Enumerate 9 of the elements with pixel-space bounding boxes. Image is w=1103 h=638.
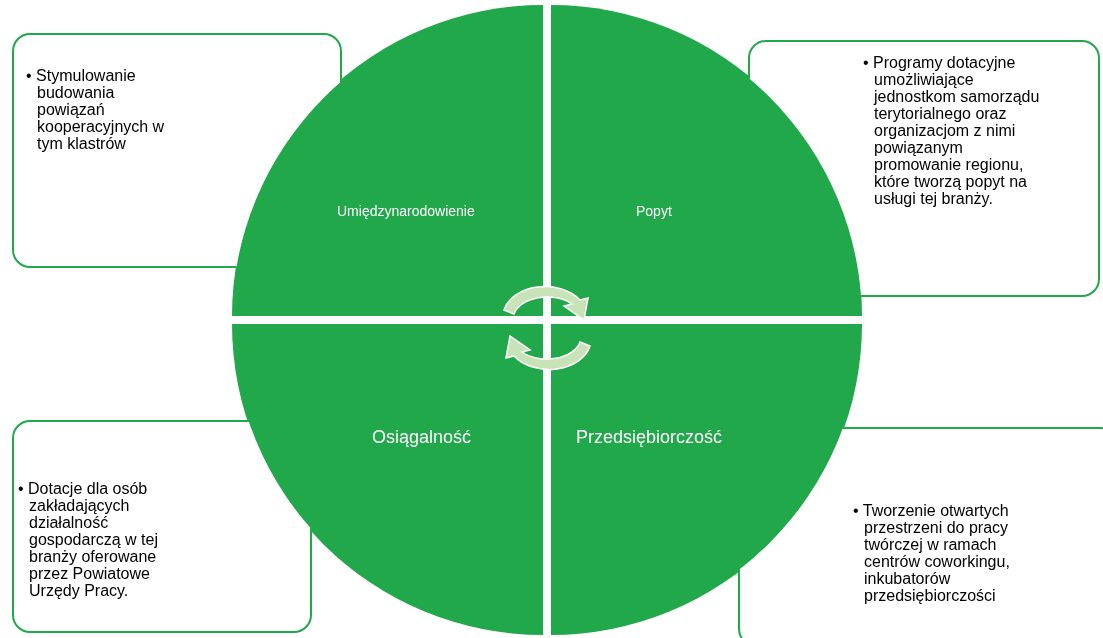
quadrant-label: Osiągalność (372, 427, 472, 448)
quadrant-label: Popyt (636, 203, 672, 219)
bullet-text: • Programy dotacyjne umożliwiające jednostkom samorządu terytorialnego oraz organizacjom z nimi powiązanym promowanie regionu, które tworzą popyt na usługi tej branży. (863, 54, 1041, 207)
quadrant-label: Przedsiębiorczość (576, 427, 723, 448)
bullet-text: • Dotacje dla osób zakładających działalność gospodarczą w tej branży oferowane przez Powiatowe Urzędy Pracy. (18, 480, 159, 599)
bullet-text: • Stymulowanie budowania powiązań kooperacyjnych w tym klastrów (26, 67, 166, 152)
text-box (12, 420, 312, 633)
quadrant-label: Umiędzynarodowienie (337, 203, 475, 219)
bullet-text: • Tworzenie otwartych przestrzeni do pracy twórczej w ramach centrów coworkingu, inkubatorów przedsiębiorczości (853, 502, 1011, 604)
